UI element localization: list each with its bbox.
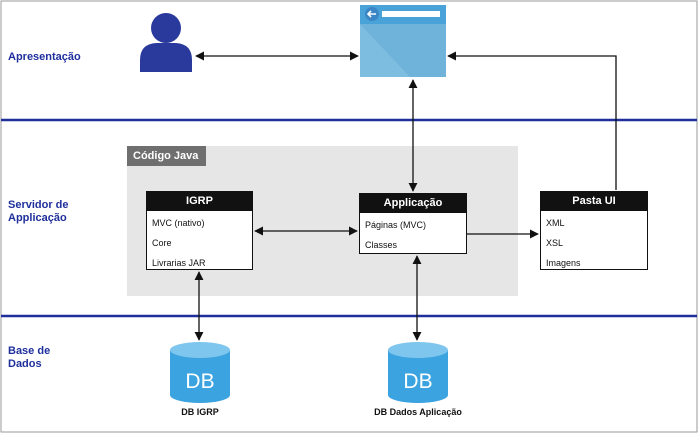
java-group-label: Código Java (127, 146, 206, 166)
igrp-box-items: MVC (nativo) Core Livrarias JAR (147, 211, 252, 273)
tier-label-server: Servidor de Applicação (8, 199, 69, 224)
app-box-title: Applicação (360, 194, 466, 213)
db-glyph-app: DB (403, 370, 432, 393)
app-box: Applicação Páginas (MVC) Classes (359, 193, 467, 254)
pasta-ui-item: XSL (546, 238, 564, 248)
pasta-ui-box-items: XML XSL Imagens (541, 211, 647, 273)
igrp-box-title: IGRP (147, 192, 252, 211)
pasta-ui-box-title: Pasta UI (541, 192, 647, 211)
igrp-item: Core (152, 238, 172, 248)
database-icon-app: DB (388, 342, 448, 403)
user-icon (140, 13, 192, 72)
browser-window-icon (360, 5, 446, 77)
db-glyph-igrp: DB (185, 370, 214, 393)
app-box-items: Páginas (MVC) Classes (360, 213, 466, 255)
db-igrp-label: DB IGRP (181, 407, 219, 417)
tier-label-data: Base de Dados (8, 345, 51, 370)
igrp-item: MVC (nativo) (152, 218, 205, 228)
pasta-ui-item: Imagens (546, 258, 581, 268)
tier-label-presentation: Apresentação (8, 51, 81, 63)
app-item: Páginas (MVC) (365, 220, 427, 230)
app-item: Classes (365, 240, 398, 250)
database-icon-igrp: DB (170, 342, 230, 403)
pasta-ui-item: XML (546, 218, 565, 228)
pasta-browser-connector (447, 51, 617, 190)
igrp-item: Livrarias JAR (152, 258, 206, 268)
pasta-ui-box: Pasta UI XML XSL Imagens (540, 191, 648, 270)
db-app-label: DB Dados Aplicação (374, 407, 462, 417)
igrp-box: IGRP MVC (nativo) Core Livrarias JAR (146, 191, 253, 270)
